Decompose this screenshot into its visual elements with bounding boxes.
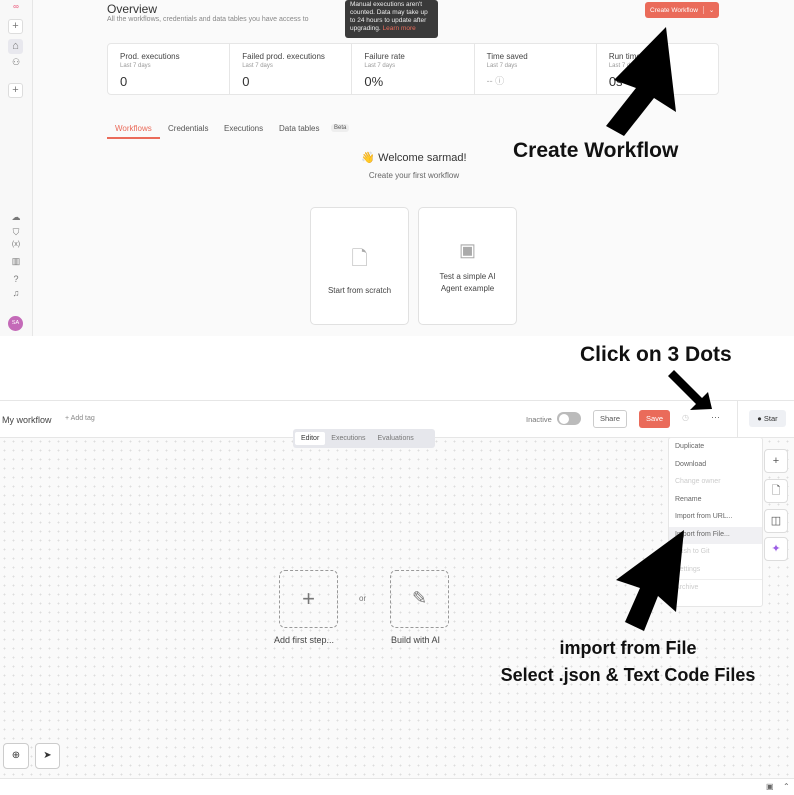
learn-more-link[interactable]: Learn more bbox=[382, 25, 416, 32]
welcome-heading: 👋 Welcome sarmad! bbox=[361, 152, 467, 164]
tab-evaluations[interactable]: Evaluations bbox=[377, 435, 414, 442]
shield-icon[interactable]: ⛉ bbox=[12, 227, 20, 237]
menu-item-archive[interactable]: Archive bbox=[669, 579, 762, 597]
tabs: Workflows Credentials Executions Data ta… bbox=[107, 124, 357, 140]
logs-icon[interactable]: ▣ bbox=[766, 782, 774, 791]
variables-icon[interactable]: (x) bbox=[11, 241, 21, 248]
tab-credentials[interactable]: Credentials bbox=[168, 124, 209, 133]
editor-header: My workflow + Add tag Inactive Share Sav… bbox=[0, 401, 794, 438]
sticky-note-icon[interactable]: 🗋 bbox=[764, 479, 788, 503]
tooltip: Manual executions aren't counted. Data m… bbox=[345, 0, 438, 38]
view-tabs: Editor Executions Evaluations bbox=[293, 429, 435, 448]
panel-icon[interactable]: ◫ bbox=[764, 509, 788, 533]
tooltip-text: Manual executions aren't counted. Data m… bbox=[350, 1, 428, 32]
magic-wand-icon: ✎ bbox=[411, 588, 428, 608]
active-status-label: Inactive bbox=[526, 415, 552, 424]
create-workflow-label: Create Workflow bbox=[650, 6, 698, 14]
plus-icon: + bbox=[302, 586, 315, 611]
help-icon[interactable]: ? bbox=[13, 274, 19, 284]
menu-item-import-url[interactable]: Import from URL... bbox=[675, 513, 733, 520]
home-icon[interactable]: ⌂ bbox=[8, 39, 23, 54]
tab-executions[interactable]: Executions bbox=[224, 124, 264, 133]
bell-icon[interactable]: ♫ bbox=[12, 288, 20, 298]
chevron-down-icon[interactable]: ⌄ bbox=[702, 6, 719, 14]
add-first-step-label: Add first step... bbox=[274, 635, 335, 645]
chevron-up-icon[interactable]: ⌃ bbox=[783, 782, 790, 791]
file-icon: 🗋 bbox=[351, 248, 368, 270]
add-first-step-button[interactable]: + bbox=[279, 570, 338, 628]
annotation-import-from-file: import from File bbox=[559, 638, 697, 658]
add-tag-link[interactable]: + Add tag bbox=[65, 415, 95, 422]
tab-editor[interactable]: Editor bbox=[295, 432, 326, 445]
build-with-ai-button[interactable]: ✎ bbox=[390, 570, 449, 628]
robot-icon: ▣ bbox=[458, 240, 476, 260]
arrow-to-create-workflow bbox=[606, 27, 676, 136]
share-button[interactable]: Share bbox=[593, 410, 627, 428]
tab-executions[interactable]: Executions bbox=[331, 435, 366, 442]
more-options-menu: Duplicate Download Change owner Rename I… bbox=[668, 437, 763, 607]
workflow-name[interactable]: My workflow bbox=[2, 415, 52, 425]
page-title: Overview bbox=[107, 2, 158, 16]
active-tab-underline bbox=[107, 137, 160, 139]
user-icon[interactable]: ⚇ bbox=[11, 57, 21, 67]
or-label: or bbox=[359, 594, 367, 603]
github-icon: ● bbox=[757, 414, 762, 423]
menu-item-download[interactable]: Download bbox=[675, 460, 707, 468]
history-icon[interactable]: ◷ bbox=[682, 413, 689, 422]
menu-item-change-owner: Change owner bbox=[675, 478, 721, 485]
menu-item-duplicate[interactable]: Duplicate bbox=[675, 443, 705, 450]
build-with-ai-label: Build with AI bbox=[391, 635, 441, 645]
menu-item-push-git: Push to Git bbox=[675, 548, 710, 555]
annotation-select-files: Select .json & Text Code Files bbox=[500, 665, 756, 685]
menu-item-settings[interactable]: Settings bbox=[675, 565, 701, 573]
annotation-click-dots: Click on 3 Dots bbox=[580, 343, 732, 366]
menu-item-import-file[interactable]: Import from File... bbox=[669, 526, 762, 544]
cloud-icon[interactable]: ☁ bbox=[11, 212, 21, 222]
info-icon: ⓘ bbox=[495, 76, 505, 86]
tab-data-tables[interactable]: Data tables bbox=[279, 124, 320, 133]
menu-item-rename[interactable]: Rename bbox=[675, 495, 702, 503]
add-icon[interactable]: + bbox=[8, 19, 23, 34]
ai-sparkle-icon[interactable]: ✦ bbox=[764, 537, 788, 561]
add-project-icon[interactable]: + bbox=[8, 83, 23, 98]
zoom-icon[interactable]: ⊕ bbox=[3, 743, 29, 769]
ai-agent-example-card[interactable]: ▣ Test a simple AI Agent example bbox=[418, 207, 517, 325]
github-star-button[interactable]: ● Star bbox=[749, 410, 786, 427]
start-from-scratch-card[interactable]: 🗋 Start from scratch bbox=[310, 207, 409, 325]
add-node-icon[interactable]: + bbox=[764, 449, 788, 473]
beta-badge: Beta bbox=[331, 124, 350, 132]
divider bbox=[737, 401, 738, 438]
annotation-create-workflow: Create Workflow bbox=[513, 139, 679, 162]
sidebar: ∞ + ⌂ ⚇ + ☁ ⛉ (x) ▥ ? ♫ SA bbox=[0, 0, 33, 336]
insights-icon[interactable]: ▥ bbox=[11, 256, 21, 266]
avatar[interactable]: SA bbox=[8, 316, 23, 331]
welcome-subtitle: Create your first workflow bbox=[368, 171, 460, 180]
star-label: Star bbox=[763, 414, 778, 423]
pointer-icon[interactable]: ➤ bbox=[35, 743, 60, 769]
tab-workflows[interactable]: Workflows bbox=[115, 124, 152, 133]
save-button[interactable]: Save bbox=[639, 410, 670, 428]
page-subtitle: All the workflows, credentials and data … bbox=[107, 16, 309, 23]
card-label: Test a simple AI Agent example bbox=[439, 272, 496, 293]
workflow-editor-screen: My workflow + Add tag Inactive Share Sav… bbox=[0, 400, 794, 795]
card-label: Start from scratch bbox=[327, 286, 392, 295]
n8n-logo-icon: ∞ bbox=[13, 2, 19, 11]
footer-bar: ▣ ⌃ bbox=[0, 778, 794, 795]
create-workflow-button[interactable]: Create Workflow ⌄ bbox=[645, 2, 720, 18]
active-toggle[interactable] bbox=[557, 412, 581, 425]
more-options-button[interactable]: ··· bbox=[711, 412, 720, 422]
